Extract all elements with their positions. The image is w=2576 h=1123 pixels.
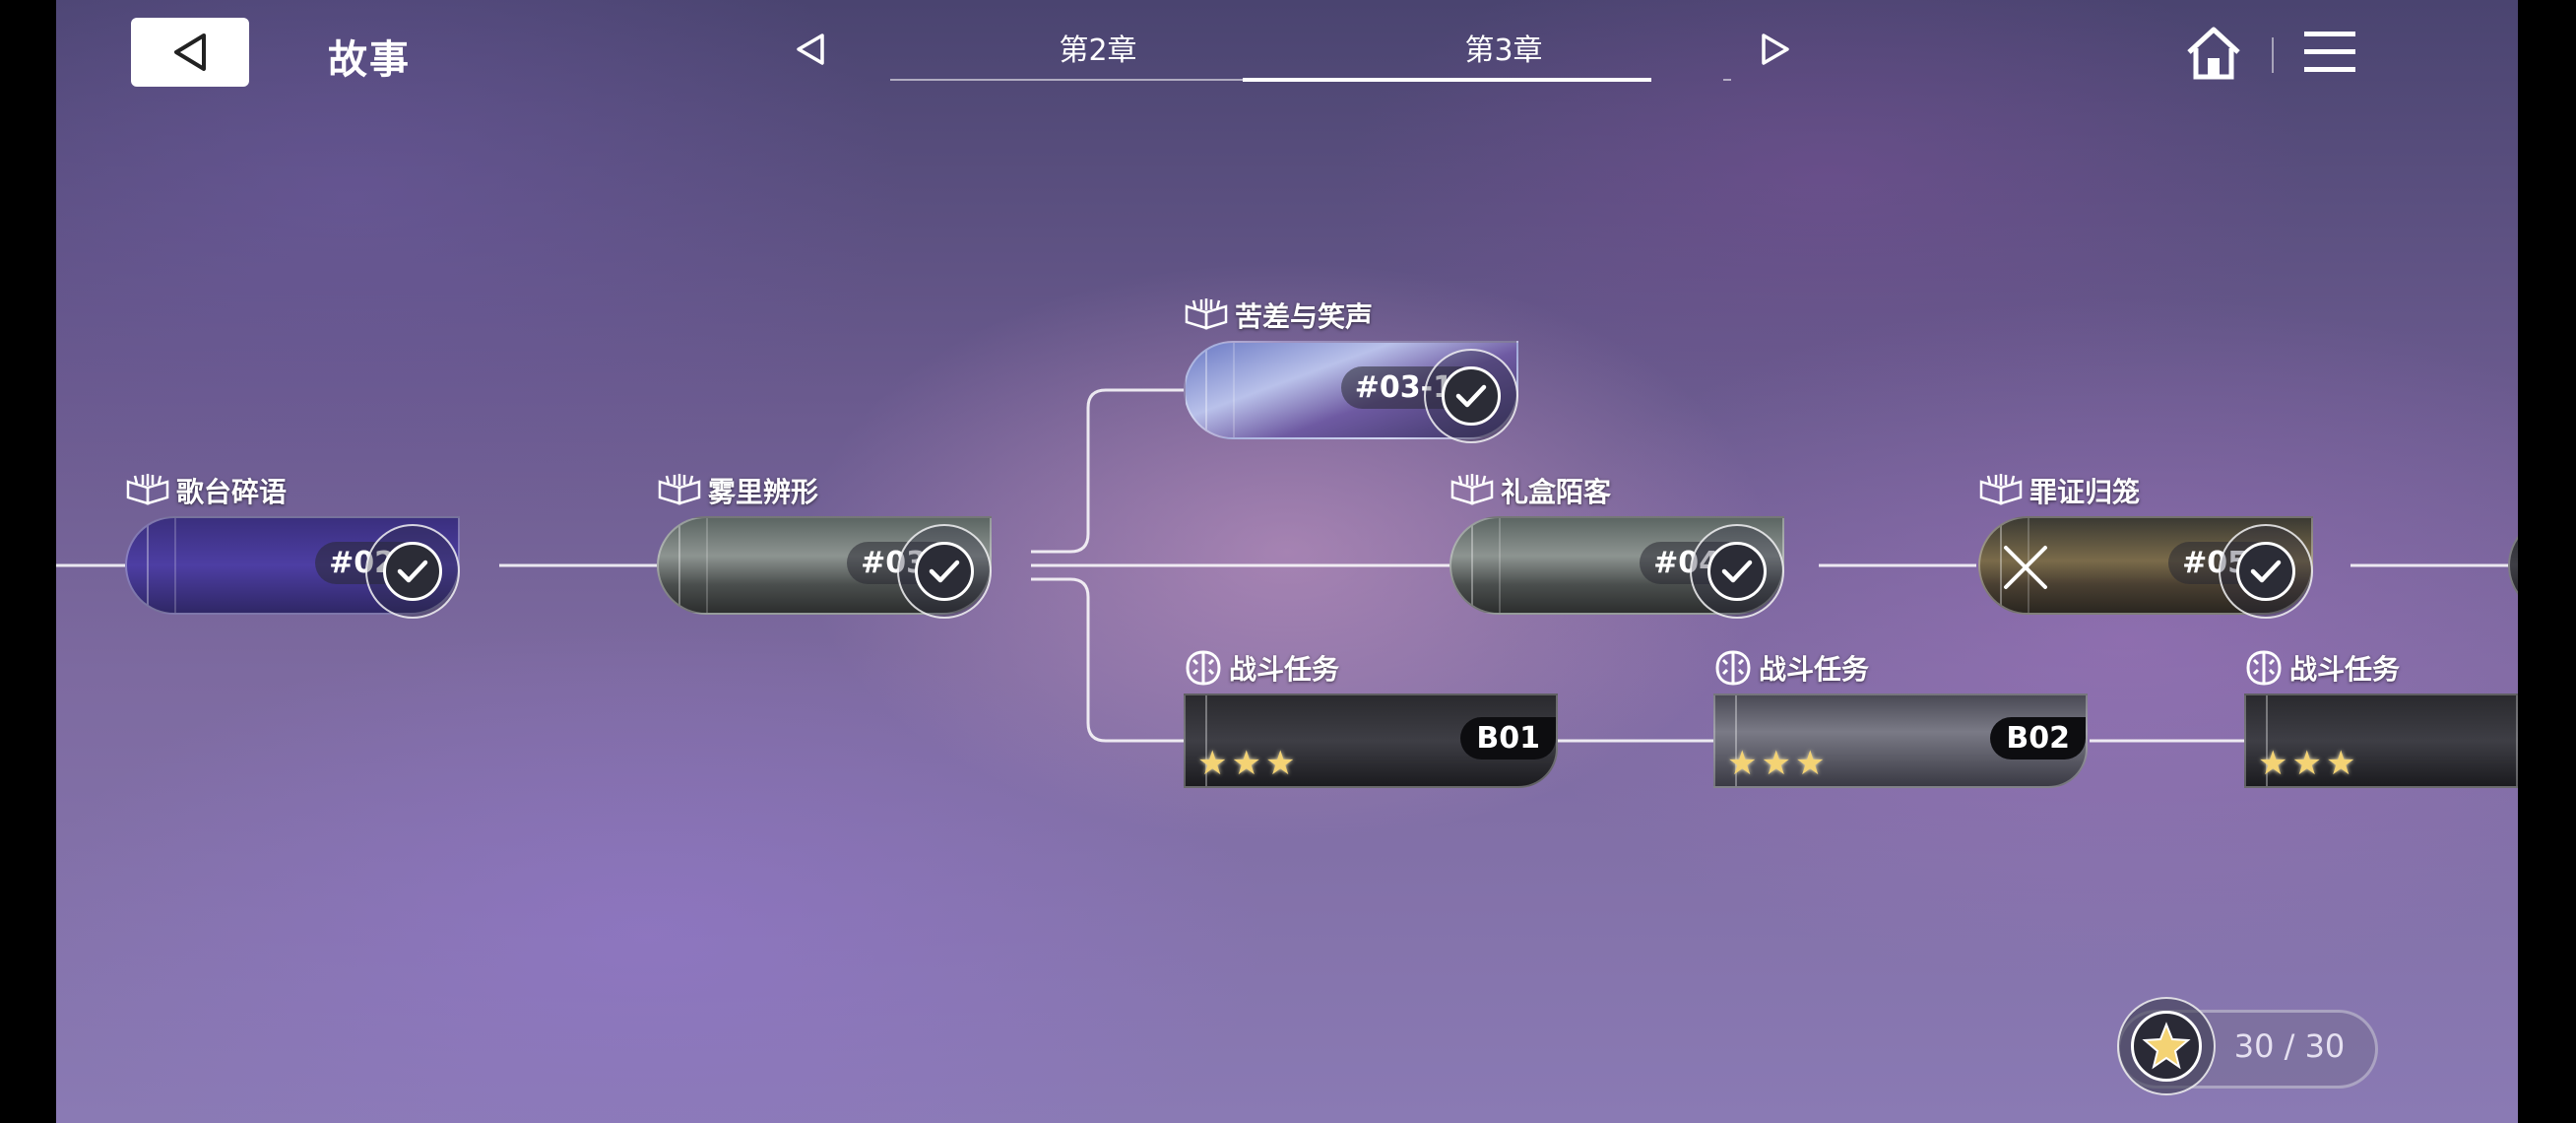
node-title: 歌台碎语 bbox=[125, 471, 287, 510]
brain-icon bbox=[1186, 650, 1221, 686]
prev-chapter-button[interactable] bbox=[791, 30, 830, 69]
menu-button[interactable] bbox=[2304, 30, 2361, 79]
node-title: 罪证归笼 bbox=[1978, 471, 2140, 510]
check-icon bbox=[929, 560, 960, 583]
node-title: 礼盒陌客 bbox=[1449, 471, 1611, 510]
star-icon: ★ bbox=[1231, 744, 1261, 783]
story-node-05[interactable]: 罪证归笼 #05 bbox=[1978, 474, 2352, 619]
star-badge-icon bbox=[2142, 1022, 2191, 1070]
node-title: 苦差与笑声 bbox=[1184, 296, 1373, 335]
menu-icon bbox=[2304, 32, 2355, 72]
check-icon bbox=[397, 560, 428, 583]
node-code: B02 bbox=[1990, 717, 2086, 760]
tab-underline bbox=[1723, 79, 1731, 81]
story-node-next[interactable] bbox=[2508, 516, 2518, 615]
story-node-04[interactable]: 礼盒陌客 #04 bbox=[1449, 474, 1824, 619]
back-button[interactable] bbox=[131, 18, 249, 87]
star-icon: ★ bbox=[1264, 744, 1296, 783]
battle-node-next[interactable]: 战斗任务 ★ ★ ★ bbox=[2244, 650, 2518, 792]
star-counter-text: 30 / 30 bbox=[2233, 1027, 2346, 1065]
story-node-03[interactable]: 雾里辨形 #03 bbox=[657, 474, 1031, 619]
star-rating: ★ ★ ★ bbox=[1727, 747, 1825, 780]
star-rating: ★ ★ ★ bbox=[2258, 747, 2355, 780]
brain-icon bbox=[1715, 650, 1751, 686]
node-title: 战斗任务 bbox=[2244, 648, 2400, 688]
star-icon: ★ bbox=[2291, 744, 2322, 783]
open-book-icon bbox=[1979, 474, 2023, 505]
open-book-icon bbox=[658, 474, 701, 505]
star-icon: ★ bbox=[1727, 744, 1758, 783]
page-title: 故事 bbox=[328, 37, 411, 83]
story-node-03-1[interactable]: 苦差与笑声 #03-1 bbox=[1184, 298, 1558, 443]
star-icon: ★ bbox=[2258, 744, 2288, 783]
battle-node-b02[interactable]: 战斗任务 B02 ★ ★ ★ bbox=[1713, 650, 2088, 792]
next-chapter-button[interactable] bbox=[1756, 30, 1795, 69]
brain-icon bbox=[2246, 650, 2282, 686]
star-icon: ★ bbox=[2325, 744, 2356, 783]
triangle-right-icon bbox=[1762, 33, 1789, 65]
completed-badge bbox=[1690, 524, 1784, 619]
star-rating: ★ ★ ★ bbox=[1197, 747, 1295, 780]
node-thumbnail bbox=[1184, 694, 1558, 788]
completed-badge bbox=[2219, 524, 2313, 619]
node-title: 战斗任务 bbox=[1184, 648, 1339, 688]
completed-badge bbox=[365, 524, 460, 619]
check-icon bbox=[1455, 384, 1487, 408]
tab-underline bbox=[890, 79, 1299, 81]
check-icon bbox=[2250, 560, 2282, 583]
story-node-02[interactable]: 歌台碎语 #02 bbox=[125, 474, 499, 619]
crossed-swords-icon bbox=[2004, 546, 2047, 589]
completed-badge bbox=[1424, 349, 1518, 443]
home-button[interactable] bbox=[2183, 25, 2252, 84]
open-book-icon bbox=[1185, 298, 1228, 330]
star-icon: ★ bbox=[1197, 744, 1228, 783]
check-icon bbox=[1721, 560, 1753, 583]
star-counter-badge bbox=[2117, 997, 2216, 1095]
node-code: B01 bbox=[1460, 717, 1556, 760]
back-arrow-icon bbox=[174, 33, 206, 71]
completed-badge bbox=[897, 524, 992, 619]
node-thumbnail bbox=[2244, 694, 2518, 788]
open-book-icon bbox=[1450, 474, 1494, 505]
story-map: 故事 第2章 第3章 歌台碎语 #02 雾里辨形 #03 bbox=[56, 0, 2518, 1123]
open-book-icon bbox=[126, 474, 169, 505]
triangle-left-icon bbox=[797, 33, 824, 65]
battle-node-b01[interactable]: 战斗任务 B01 ★ ★ ★ bbox=[1184, 650, 1558, 792]
home-icon bbox=[2187, 27, 2240, 80]
node-title: 雾里辨形 bbox=[657, 471, 818, 510]
tab-chapter-3[interactable]: 第3章 bbox=[1464, 33, 1543, 68]
star-icon: ★ bbox=[1794, 744, 1826, 783]
node-title: 战斗任务 bbox=[1713, 648, 1869, 688]
node-thumbnail bbox=[2508, 516, 2518, 615]
star-icon: ★ bbox=[1761, 744, 1791, 783]
header-divider bbox=[2272, 37, 2274, 73]
tab-chapter-2[interactable]: 第2章 bbox=[1059, 33, 1137, 68]
tab-underline-active bbox=[1243, 78, 1651, 82]
